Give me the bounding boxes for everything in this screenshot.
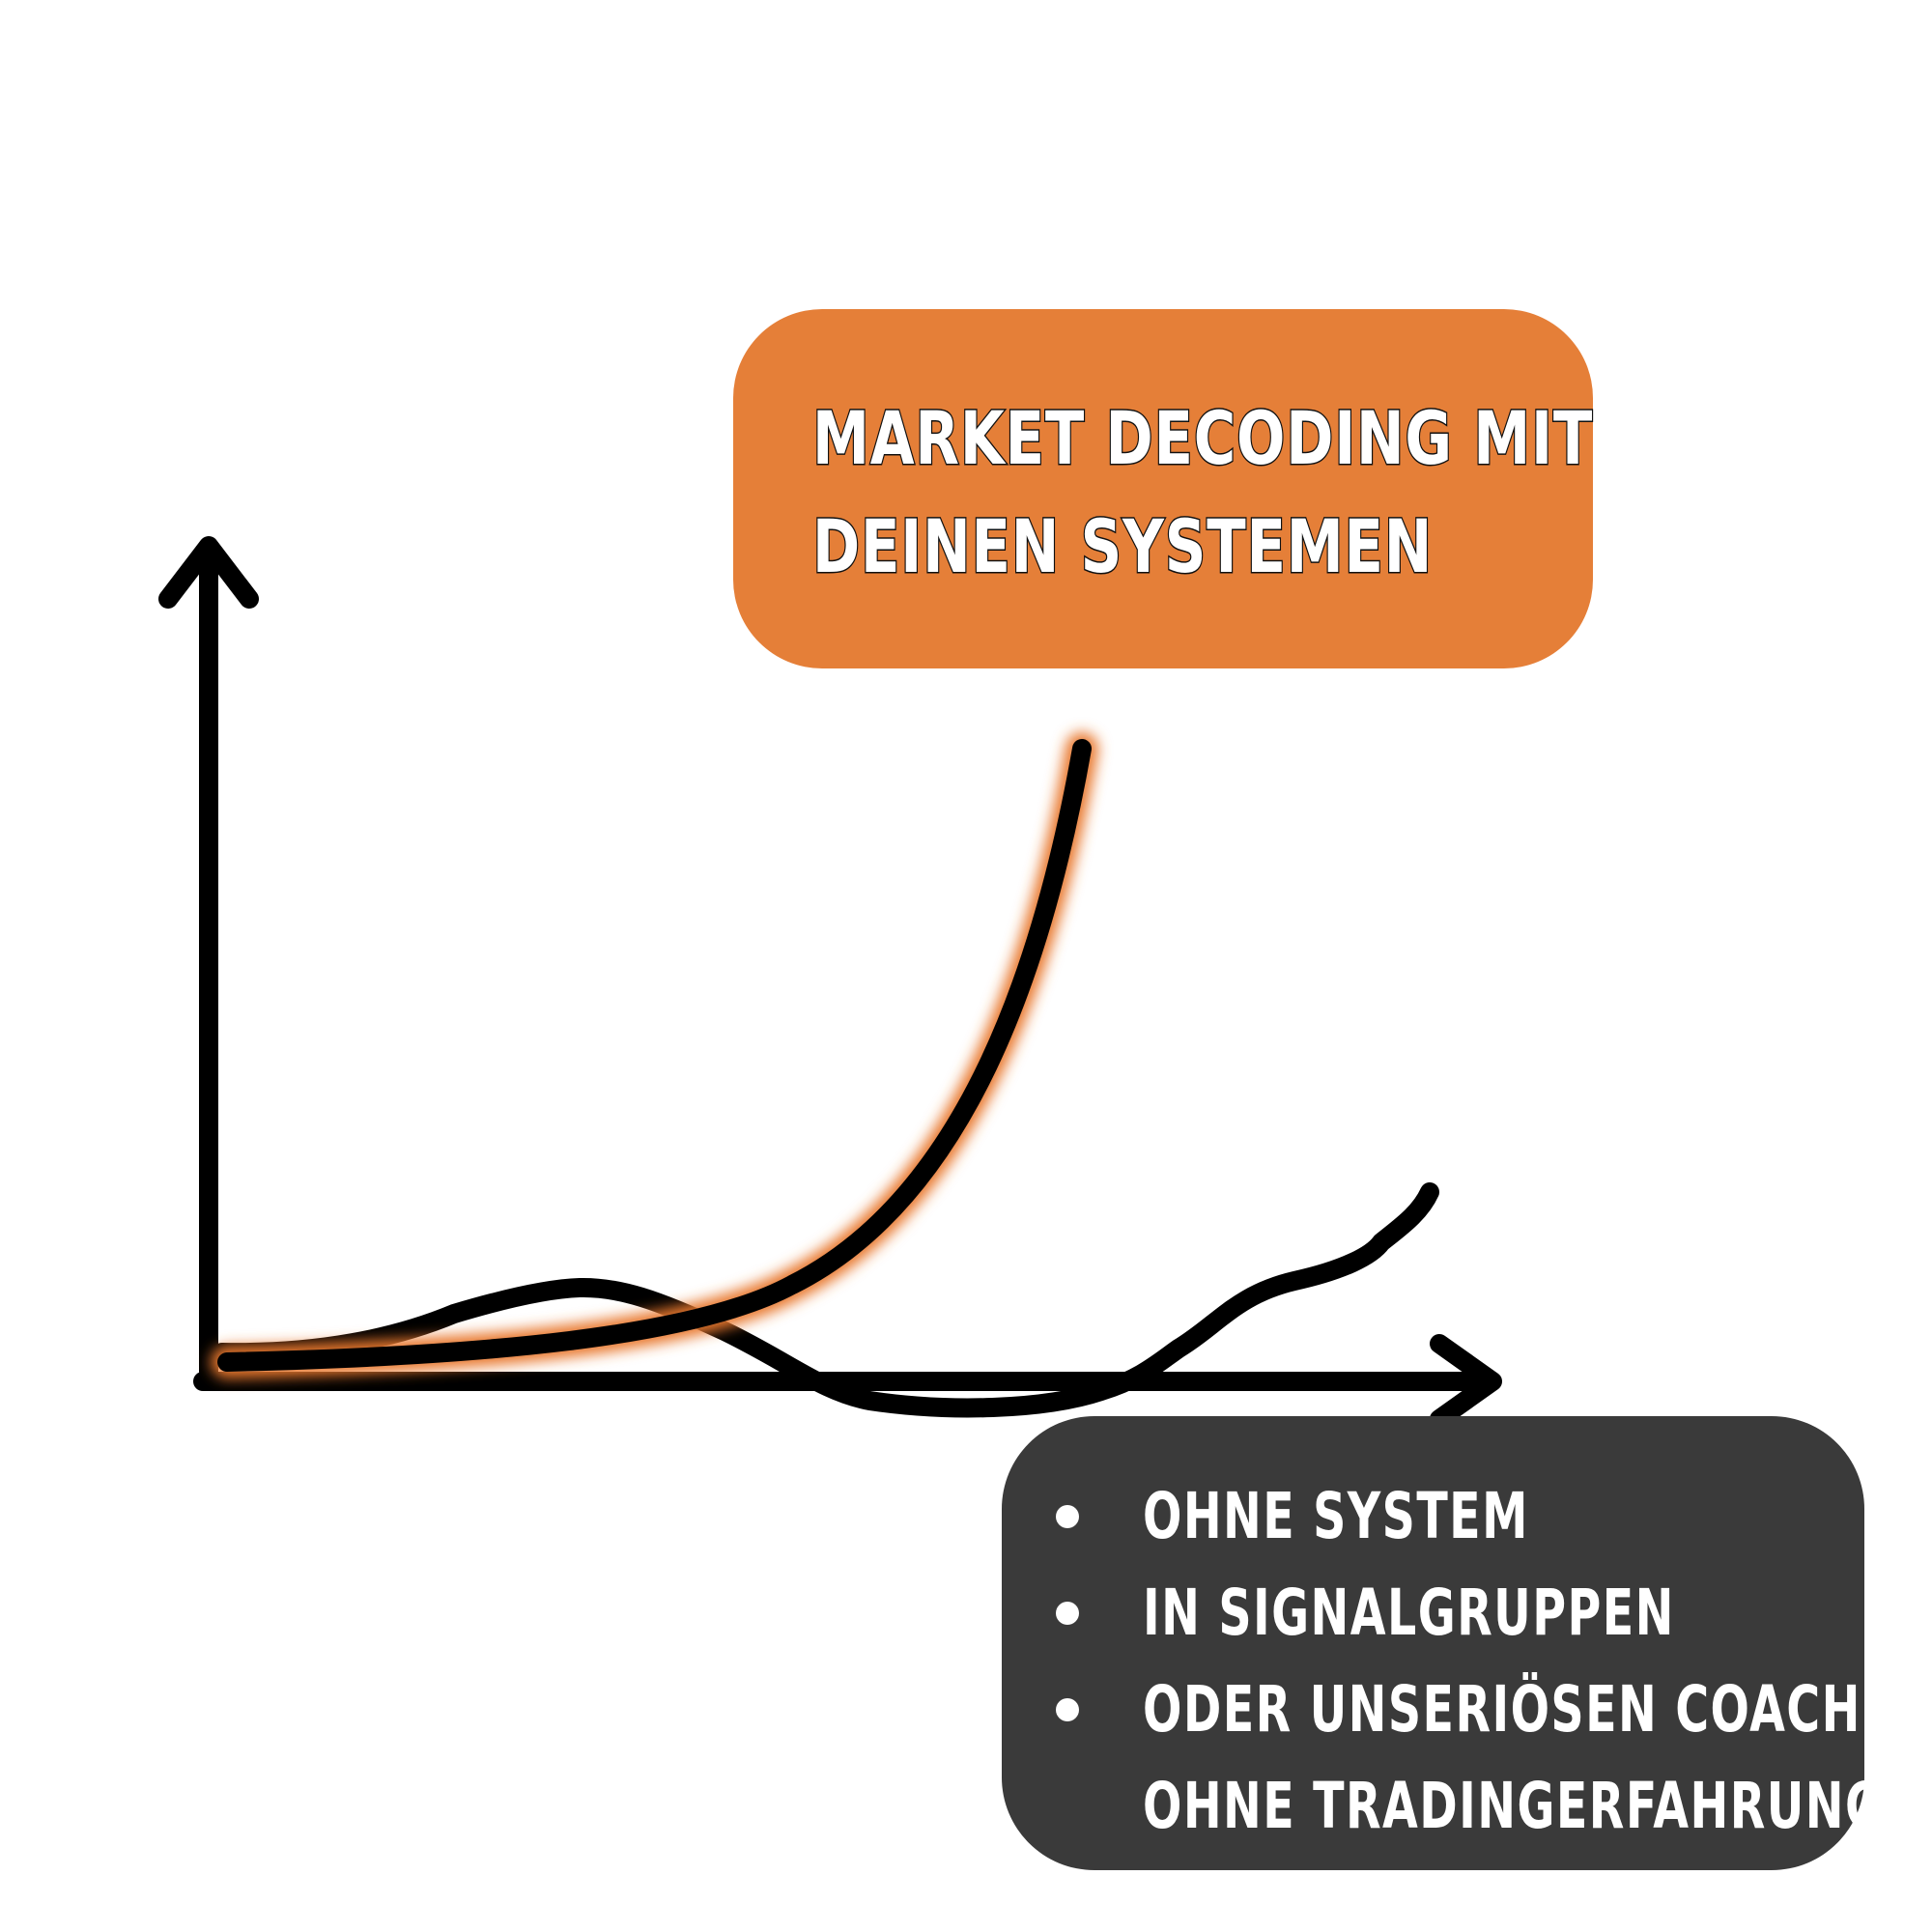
bullet-dot-icon <box>1056 1602 1079 1625</box>
bullet-item-ohne-system: OHNE SYSTEM <box>1056 1468 1826 1565</box>
bullet-text: ODER UNSERIÖSEN COACHES <box>1143 1672 1929 1747</box>
market-decoding-callout: MARKET DECODING MIT DEINEN SYSTEMEN <box>733 309 1593 668</box>
bullet-list: OHNE SYSTEM IN SIGNALGRUPPEN ODER UNSERI… <box>1056 1468 1927 1855</box>
callout-title: MARKET DECODING MIT DEINEN SYSTEMEN <box>811 384 1594 601</box>
callout-title-line-1: MARKET DECODING MIT <box>811 394 1594 483</box>
bullet-dot-icon <box>1056 1505 1079 1528</box>
wavy-line-without-system <box>213 1182 1439 1418</box>
y-axis-arrow-icon <box>158 536 259 1381</box>
bullet-text: OHNE SYSTEM <box>1143 1479 1529 1553</box>
without-system-callout: OHNE SYSTEM IN SIGNALGRUPPEN ODER UNSERI… <box>1002 1416 1927 1870</box>
bullet-text-continuation: OHNE TRADINGERFAHRUNG <box>1143 1769 1885 1843</box>
bullet-text: IN SIGNALGRUPPEN <box>1143 1576 1675 1650</box>
callout-title-line-2: DEINEN SYSTEMEN <box>811 502 1434 591</box>
bullet-item-unserioese-coaches: ODER UNSERIÖSEN COACHES OHNE TRADINGERFA… <box>1056 1662 1927 1855</box>
exponential-line-with-system <box>211 732 1098 1378</box>
bullet-dot-icon <box>1056 1698 1079 1721</box>
bullet-item-signalgruppen: IN SIGNALGRUPPEN <box>1056 1565 1826 1662</box>
x-axis-arrow-icon <box>193 1334 1502 1429</box>
